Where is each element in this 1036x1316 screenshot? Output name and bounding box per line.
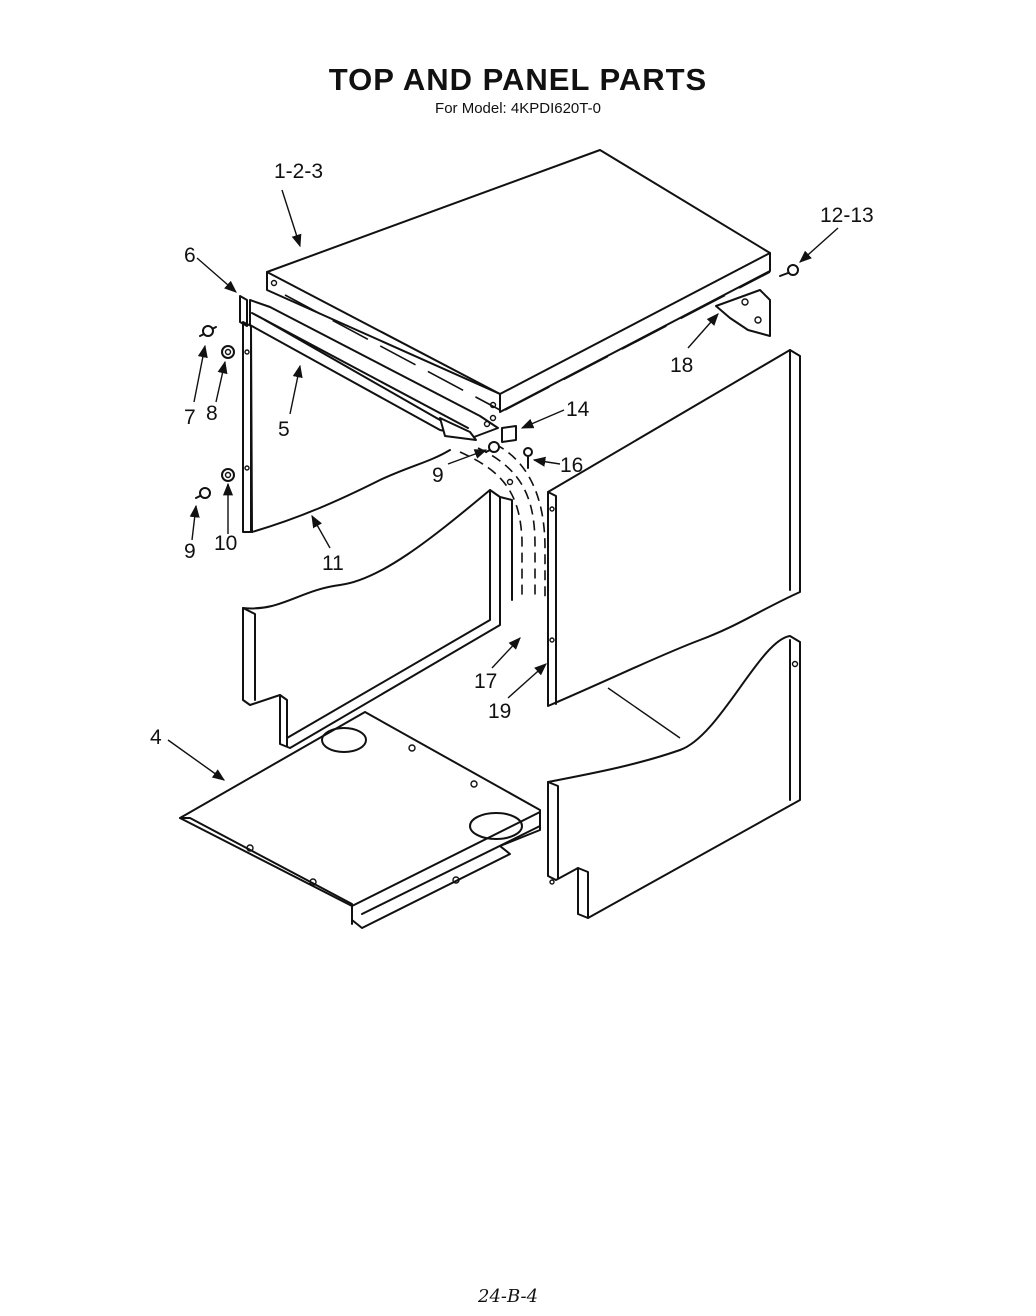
left-lower-panel [242,489,513,749]
washer-10 [221,468,235,482]
callout-6: 6 [184,244,196,267]
left-side-panel [239,295,451,533]
callout-19: 19 [488,700,511,723]
rear-panel-dashed [459,443,546,600]
callout-17: 17 [474,670,497,693]
top-panel [266,149,771,422]
right-side-panel-lower [547,635,801,919]
leader-lines [167,189,839,781]
base-panel [179,711,541,929]
callout-10: 10 [214,532,237,555]
right-side-panel-upper [547,349,801,707]
screw-12-13 [779,264,799,277]
model-subtitle: For Model: 4KPDI620T-0 [435,100,601,117]
callout-11: 11 [322,552,344,575]
rear-bracket [715,289,771,337]
callout-1-2-3: 1-2-3 [274,160,323,183]
page-footer-code: 24-B-4 [478,1286,539,1307]
callout-14: 14 [566,398,590,421]
callout-16: 16 [560,454,583,477]
callout-9-left: 9 [184,540,196,563]
front-frame-bracket [249,299,499,441]
callout-7: 7 [184,406,196,429]
screw-9-center [485,441,500,453]
page-title: TOP AND PANEL PARTS [328,62,708,97]
callout-4: 4 [150,726,162,749]
callout-8: 8 [206,402,218,425]
washer-8 [221,345,235,359]
callout-18: 18 [670,354,693,377]
screw-16 [523,447,533,469]
callout-5: 5 [278,418,290,441]
screw-9-left [195,487,211,499]
screw-7 [199,325,217,337]
callout-12-13: 12-13 [820,204,874,227]
clip-14 [501,425,517,443]
callout-9-center: 9 [432,464,444,487]
